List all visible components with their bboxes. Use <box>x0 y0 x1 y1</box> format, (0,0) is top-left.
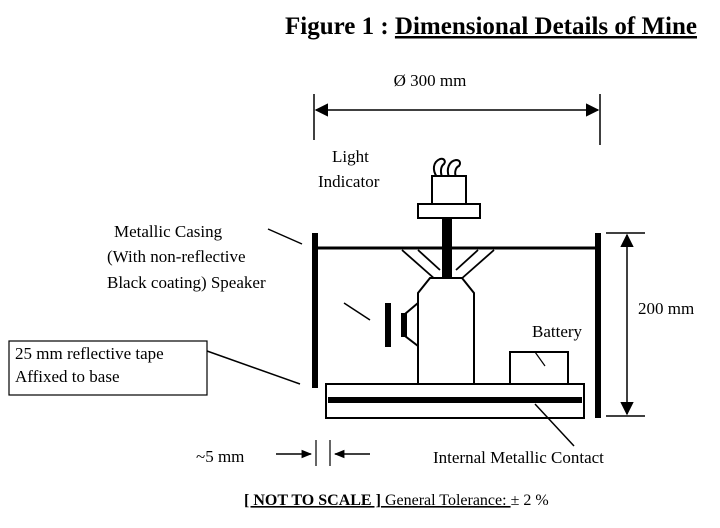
light-indicator-bulbs <box>432 157 461 178</box>
speaker-leader <box>343 302 371 321</box>
tape-label-box <box>8 340 208 396</box>
battery-leader <box>534 351 546 367</box>
contact-label: Internal Metallic Contact <box>433 448 604 467</box>
casing-label-line2: (With non-reflective <box>107 247 246 266</box>
funnel-right-inner <box>455 249 479 271</box>
casing-wall-right <box>595 233 601 418</box>
figure-title: Figure 1 : Dimensional Details of Mine <box>285 13 697 40</box>
casing-leader <box>267 228 303 245</box>
internal-metallic-contact <box>328 397 582 403</box>
casing-label-line3: Black coating) Speaker <box>107 273 266 292</box>
central-shaft <box>442 218 452 278</box>
funnel-left-outer <box>401 249 437 281</box>
speaker-grille <box>385 303 391 347</box>
casing-wall-left <box>312 233 318 388</box>
battery-label: Battery <box>532 322 583 341</box>
height-label: 200 mm <box>638 299 694 318</box>
tolerance-prefix: General Tolerance: <box>381 492 511 509</box>
speaker-body <box>417 277 475 385</box>
light-indicator-label-line2: Indicator <box>318 172 380 191</box>
footer-note: [ NOT TO SCALE ] General Tolerance: ± 2 … <box>244 492 549 509</box>
funnel-left-inner <box>417 249 441 271</box>
gap-label: ~5 mm <box>196 447 244 466</box>
tolerance-value: ± 2 % <box>511 492 549 509</box>
not-to-scale-label: [ NOT TO SCALE ] <box>244 492 381 509</box>
light-indicator-housing <box>431 175 467 205</box>
tape-label-line2: Affixed to base <box>15 367 120 386</box>
speaker-magnet <box>401 313 407 337</box>
casing-label-line1: Metallic Casing <box>114 222 223 241</box>
tape-leader <box>206 350 301 385</box>
funnel-right-outer <box>459 249 495 281</box>
light-indicator-label-line1: Light <box>332 147 369 166</box>
diameter-label: Ø 300 mm <box>394 71 467 90</box>
contact-leader <box>534 403 575 447</box>
light-indicator-base <box>417 203 481 219</box>
tape-label-line1: 25 mm reflective tape <box>15 344 164 363</box>
